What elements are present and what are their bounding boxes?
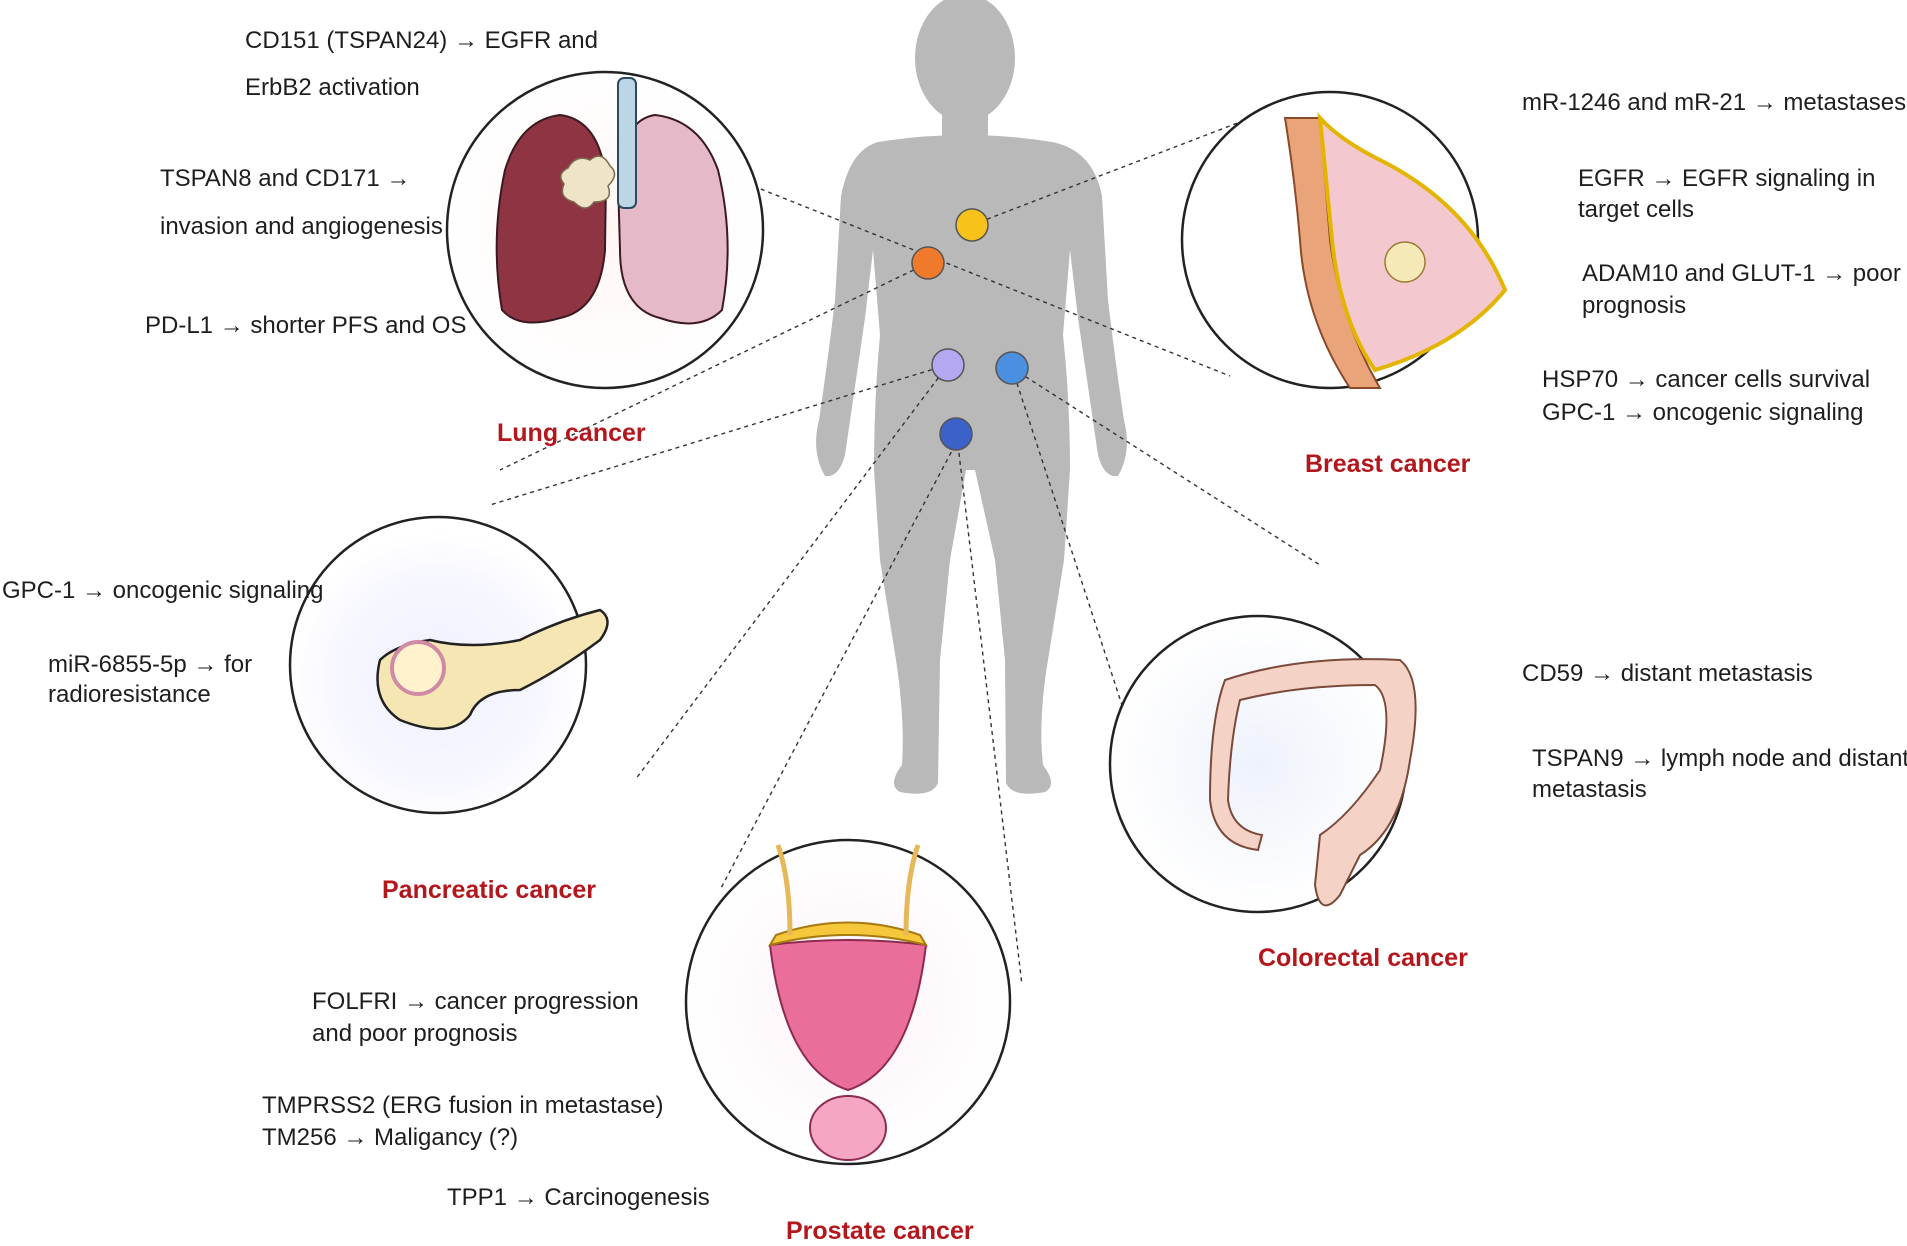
breast-line-4: ADAM10 and GLUT-1 → poor <box>1582 260 1901 287</box>
prostate-title: Prostate cancer <box>786 1217 974 1245</box>
pancreatic-line-3: radioresistance <box>48 681 211 708</box>
breast-title: Breast cancer <box>1305 450 1471 478</box>
breast-line-2: EGFR → EGFR signaling in <box>1578 165 1876 192</box>
prostate-line-2: and poor prognosis <box>312 1020 518 1047</box>
lung-line-4: invasion and angiogenesis <box>160 213 443 240</box>
colorectal-line-1: CD59 → distant metastasis <box>1522 660 1813 687</box>
pancreatic-title: Pancreatic cancer <box>382 876 597 904</box>
pancreatic-marker <box>931 348 965 382</box>
breast-marker <box>955 208 989 242</box>
lung-line-5: PD-L1 → shorter PFS and OS <box>145 312 467 339</box>
prostate-line-1: FOLFRI → cancer progression <box>312 988 639 1015</box>
colorectal-title: Colorectal cancer <box>1258 944 1468 972</box>
colon-illustration <box>1108 614 1417 914</box>
lung-illustration <box>445 70 765 390</box>
breast-line-7: GPC-1 → oncogenic signaling <box>1542 399 1864 426</box>
prostate-line-5: TPP1 → Carcinogenesis <box>447 1184 710 1211</box>
colorectal-line-2: TSPAN9 → lymph node and distant <box>1532 745 1907 772</box>
lung-line-2: ErbB2 activation <box>245 74 420 101</box>
prostate-line-4: TM256 → Maligancy (?) <box>262 1124 519 1151</box>
prostate-line-3: TMPRSS2 (ERG fusion in metastase) <box>262 1092 664 1119</box>
breast-line-5: prognosis <box>1582 292 1687 319</box>
colorectal-marker <box>995 351 1029 385</box>
breast-line-1: mR-1246 and mR-21 → metastases <box>1522 89 1907 116</box>
lung-title: Lung cancer <box>497 419 646 447</box>
lung-line-3: TSPAN8 and CD171 → <box>160 165 411 192</box>
pancreas-illustration <box>288 515 609 815</box>
human-silhouette <box>816 0 1127 794</box>
breast-line-6: HSP70 → cancer cells survival <box>1542 366 1871 393</box>
pancreatic-line-1: GPC-1 → oncogenic signaling <box>2 577 324 604</box>
breast-illustration <box>1180 90 1508 390</box>
lung-line-1: CD151 (TSPAN24) → EGFR and <box>245 27 599 54</box>
pancreatic-line-2: miR-6855-5p → for <box>48 651 253 678</box>
prostate-marker <box>939 417 973 451</box>
lung-marker <box>911 246 945 280</box>
breast-line-3: target cells <box>1578 196 1695 223</box>
colorectal-line-3: metastasis <box>1532 776 1647 803</box>
prostate-illustration <box>684 838 1012 1166</box>
connector-lines <box>489 114 1321 986</box>
